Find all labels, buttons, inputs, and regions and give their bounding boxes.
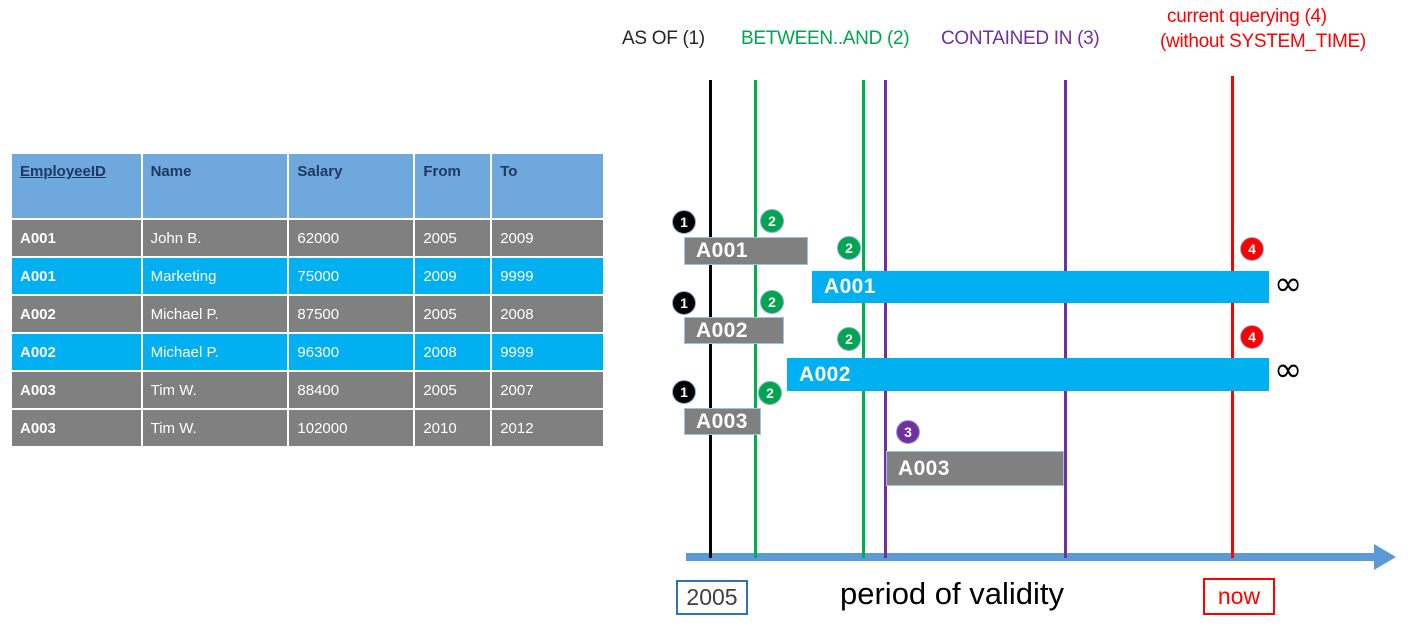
cell-salary: 87500 [289, 296, 414, 332]
cell-to: 9999 [492, 334, 603, 370]
bar-label: A003 [898, 456, 950, 480]
table-row: A003 Tim W. 88400 2005 2007 [12, 372, 603, 408]
infinity-icon-a001: ∞ [1274, 264, 1303, 304]
cell-salary: 96300 [289, 334, 414, 370]
table-row: A001 Marketing 75000 2009 9999 [12, 258, 603, 294]
bar-a001-current: A001 [812, 271, 1269, 303]
time-axis-line [686, 553, 1376, 561]
cell-to: 2012 [492, 410, 603, 446]
cell-to: 9999 [492, 258, 603, 294]
table-row: A001 John B. 62000 2005 2009 [12, 220, 603, 256]
cell-from: 2008 [415, 334, 491, 370]
cell-salary: 62000 [289, 220, 414, 256]
cell-name: Tim W. [142, 410, 288, 446]
cell-from: 2009 [415, 258, 491, 294]
bar-a003-first: A003 [684, 408, 761, 435]
axis-title: period of validity [840, 576, 1065, 611]
marker-1-a002: 1 [672, 291, 696, 315]
table-row: A003 Tim W. 102000 2010 2012 [12, 410, 603, 446]
bar-a002-current: A002 [787, 358, 1269, 391]
table-header-row: EmployeeID Name Salary From To [12, 154, 603, 218]
bar-label: A001 [696, 239, 748, 262]
cell-employeeid: A003 [12, 410, 141, 446]
cell-salary: 88400 [289, 372, 414, 408]
axis-tick-as-of [709, 536, 712, 558]
legend-as-of: AS OF (1) [622, 28, 705, 49]
bar-a002-historic: A002 [684, 317, 784, 344]
column-header-name: Name [142, 154, 288, 218]
axis-tick-between-end [862, 536, 865, 558]
marker-2-a001-end: 2 [837, 236, 861, 260]
marker-2-a003: 2 [758, 381, 782, 405]
cell-employeeid: A002 [12, 334, 141, 370]
cell-employeeid: A002 [12, 296, 141, 332]
cell-salary: 102000 [289, 410, 414, 446]
employee-history-table: EmployeeID Name Salary From To A001 John… [10, 152, 605, 448]
cell-to: 2008 [492, 296, 603, 332]
cell-to: 2007 [492, 372, 603, 408]
cell-name: Tim W. [142, 372, 288, 408]
marker-1-a003: 1 [672, 380, 696, 404]
cell-name: Marketing [142, 258, 288, 294]
cell-to: 2009 [492, 220, 603, 256]
bar-label: A002 [696, 318, 748, 342]
column-header-salary: Salary [289, 154, 414, 218]
marker-2-a001-start: 2 [760, 209, 784, 233]
legend-between-and: BETWEEN..AND (2) [741, 28, 910, 49]
marker-4-a002: 4 [1240, 325, 1264, 349]
time-axis-arrow-icon [1374, 544, 1396, 570]
axis-tick-between-start [754, 536, 757, 558]
axis-tick-contained-end [1064, 536, 1067, 558]
marker-2-a002-end: 2 [837, 327, 861, 351]
cell-employeeid: A001 [12, 220, 141, 256]
cell-name: John B. [142, 220, 288, 256]
cell-salary: 75000 [289, 258, 414, 294]
cell-name: Michael P. [142, 296, 288, 332]
table-row: A002 Michael P. 96300 2008 9999 [12, 334, 603, 370]
cell-from: 2005 [415, 296, 491, 332]
bar-label: A003 [696, 409, 748, 433]
now-line [1231, 76, 1234, 560]
bar-label: A002 [799, 362, 851, 386]
contained-in-start-line [884, 80, 887, 560]
cell-employeeid: A001 [12, 258, 141, 294]
axis-end-label-now: now [1203, 578, 1275, 615]
column-header-to: To [492, 154, 603, 218]
cell-from: 2005 [415, 372, 491, 408]
between-end-line [862, 80, 865, 560]
legend-current-querying: current querying (4) [1167, 6, 1327, 27]
table-row: A002 Michael P. 87500 2005 2008 [12, 296, 603, 332]
marker-4-a001: 4 [1240, 237, 1264, 261]
marker-1-a001: 1 [672, 210, 696, 234]
bar-a001-historic: A001 [684, 237, 808, 265]
cell-from: 2005 [415, 220, 491, 256]
column-header-from: From [415, 154, 491, 218]
column-header-employeeid: EmployeeID [12, 154, 141, 218]
cell-employeeid: A003 [12, 372, 141, 408]
bar-label: A001 [824, 275, 876, 298]
legend-without-system-time: (without SYSTEM_TIME) [1160, 31, 1366, 52]
marker-3-a003: 3 [896, 420, 920, 444]
bar-a003-second: A003 [886, 451, 1064, 486]
axis-start-label-2005: 2005 [676, 580, 748, 615]
infinity-icon-a002: ∞ [1274, 350, 1303, 390]
cell-from: 2010 [415, 410, 491, 446]
contained-in-end-line [1064, 80, 1067, 560]
axis-tick-contained-start [884, 536, 887, 558]
axis-tick-now [1231, 536, 1234, 558]
legend-contained-in: CONTAINED IN (3) [941, 28, 1100, 49]
marker-2-a002-start: 2 [760, 290, 784, 314]
cell-name: Michael P. [142, 334, 288, 370]
